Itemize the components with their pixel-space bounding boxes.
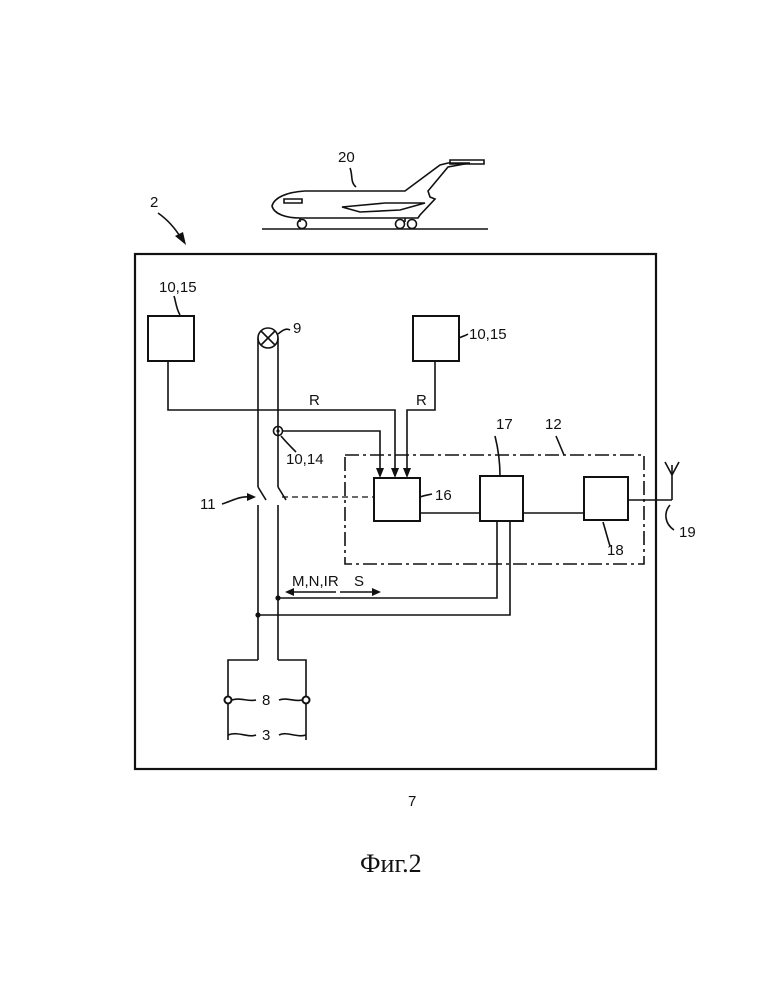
label-16: 16 bbox=[435, 487, 452, 504]
label-19: 19 bbox=[679, 524, 696, 541]
label-2: 2 bbox=[150, 194, 158, 211]
sensor-box-left bbox=[148, 316, 194, 361]
label-mnir: M,N,IR bbox=[292, 573, 339, 590]
box-17 bbox=[480, 476, 523, 521]
label-r-left: R bbox=[309, 392, 320, 409]
aircraft-icon bbox=[262, 160, 488, 229]
box-18 bbox=[584, 477, 628, 520]
label-10-14: 10,14 bbox=[286, 451, 324, 468]
figure-caption: Фиг.2 bbox=[360, 849, 422, 878]
label-r-right: R bbox=[416, 392, 427, 409]
pointer-arrow-2 bbox=[175, 232, 186, 245]
label-10-15-right: 10,15 bbox=[469, 326, 507, 343]
label-7: 7 bbox=[408, 793, 416, 810]
label-10-15-left: 10,15 bbox=[159, 279, 197, 296]
antenna-icon bbox=[665, 462, 679, 500]
label-11: 11 bbox=[200, 496, 216, 513]
label-s: S bbox=[354, 573, 364, 590]
label-8: 8 bbox=[262, 692, 270, 709]
lamp-icon bbox=[258, 328, 278, 348]
label-3: 3 bbox=[262, 727, 270, 744]
label-20: 20 bbox=[338, 149, 355, 166]
box-16 bbox=[374, 478, 420, 521]
label-9: 9 bbox=[293, 320, 301, 337]
label-12: 12 bbox=[545, 416, 562, 433]
sensor-box-right bbox=[413, 316, 459, 361]
label-17: 17 bbox=[496, 416, 513, 433]
